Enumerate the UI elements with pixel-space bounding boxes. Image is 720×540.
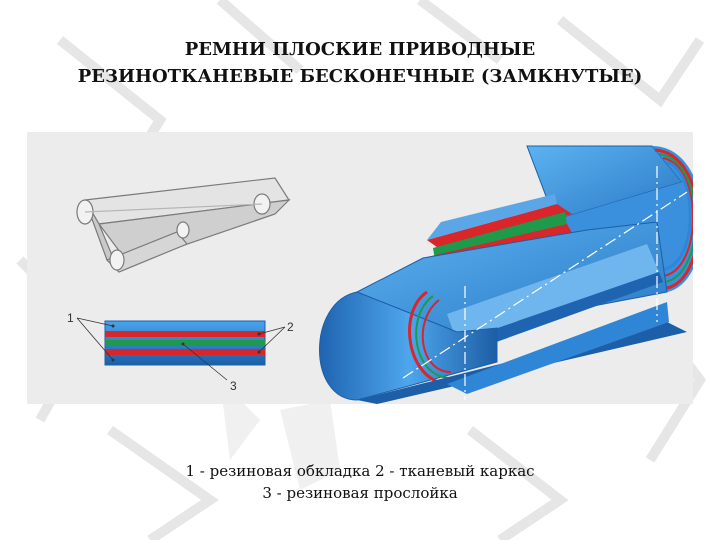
belt-diagram: 1 2 3 xyxy=(67,145,693,404)
belt-cross-section: 1 2 3 xyxy=(67,311,294,393)
belt-drive-schematic xyxy=(76,177,291,273)
belt-figure-panel: 1 2 3 xyxy=(27,132,693,404)
title-line-2: РЕЗИНОТКАНЕВЫЕ БЕСКОНЕЧНЫЕ (ЗАМКНУТЫЕ) xyxy=(77,66,643,87)
figure-caption: 1 - резиновая обкладка 2 - тканевый карк… xyxy=(0,460,720,504)
interlayer xyxy=(105,340,265,346)
label-1: 1 xyxy=(67,311,74,325)
fabric-layer-bottom xyxy=(105,349,265,355)
slide-title: РЕМНИ ПЛОСКИЕ ПРИВОДНЫЕ РЕЗИНОТКАНЕВЫЕ Б… xyxy=(0,36,720,90)
label-2: 2 xyxy=(287,320,294,334)
caption-line-2: 3 - резиновая прослойка xyxy=(262,484,458,502)
title-line-1: РЕМНИ ПЛОСКИЕ ПРИВОДНЫЕ xyxy=(184,39,536,60)
caption-line-1: 1 - резиновая обкладка 2 - тканевый карк… xyxy=(185,462,535,480)
fabric-layer-top xyxy=(105,331,265,337)
label-3: 3 xyxy=(230,379,237,393)
endless-belt-3d xyxy=(319,145,693,404)
